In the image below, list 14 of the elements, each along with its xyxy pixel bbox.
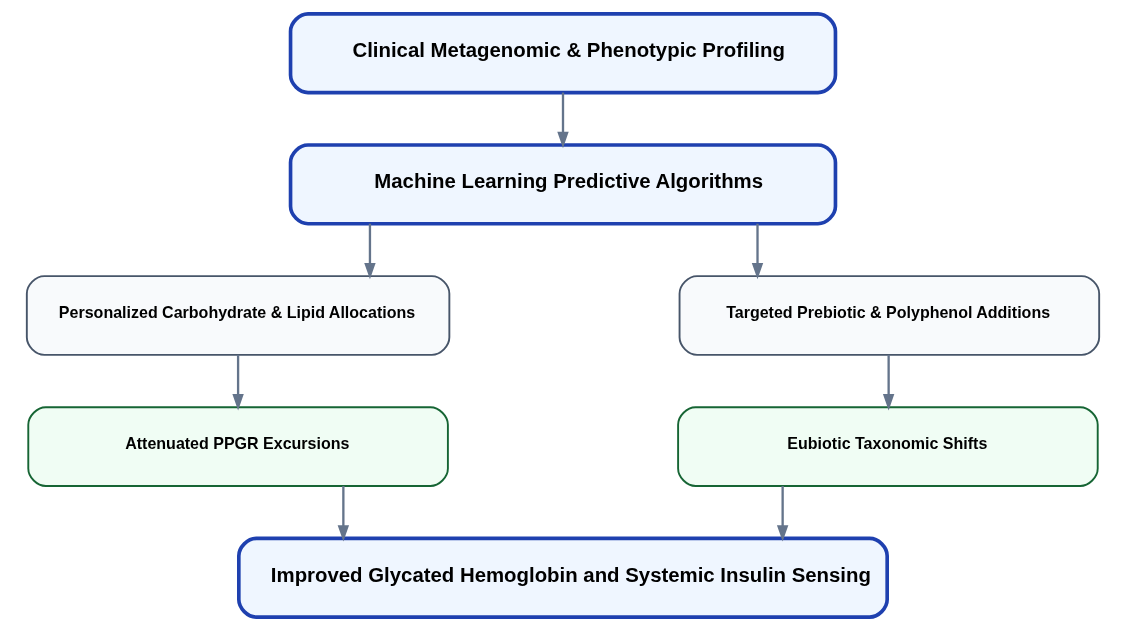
node-box: Improved Glycated Hemoglobin and Systemic Insulin Sensing [237, 536, 889, 619]
node-box: Eubiotic Taxonomic Shifts [677, 406, 1099, 487]
arrow [337, 485, 350, 542]
node-box: Machine Learning Predictive Algorithms [288, 143, 838, 226]
arrow [751, 223, 764, 280]
node-box: Targeted Prebiotic & Polyphenol Additions [678, 275, 1101, 356]
arrow [776, 485, 789, 542]
node-box: Personalized Carbohydrate & Lipid Allocations [25, 275, 451, 356]
arrow [364, 223, 376, 280]
arrow [882, 354, 895, 411]
node-box: Attenuated PPGR Excursions [27, 406, 449, 487]
arrow [232, 354, 244, 411]
node-box: Clinical Metagenomic & Phenotypic Profiling [288, 12, 838, 95]
arrow [557, 92, 569, 149]
